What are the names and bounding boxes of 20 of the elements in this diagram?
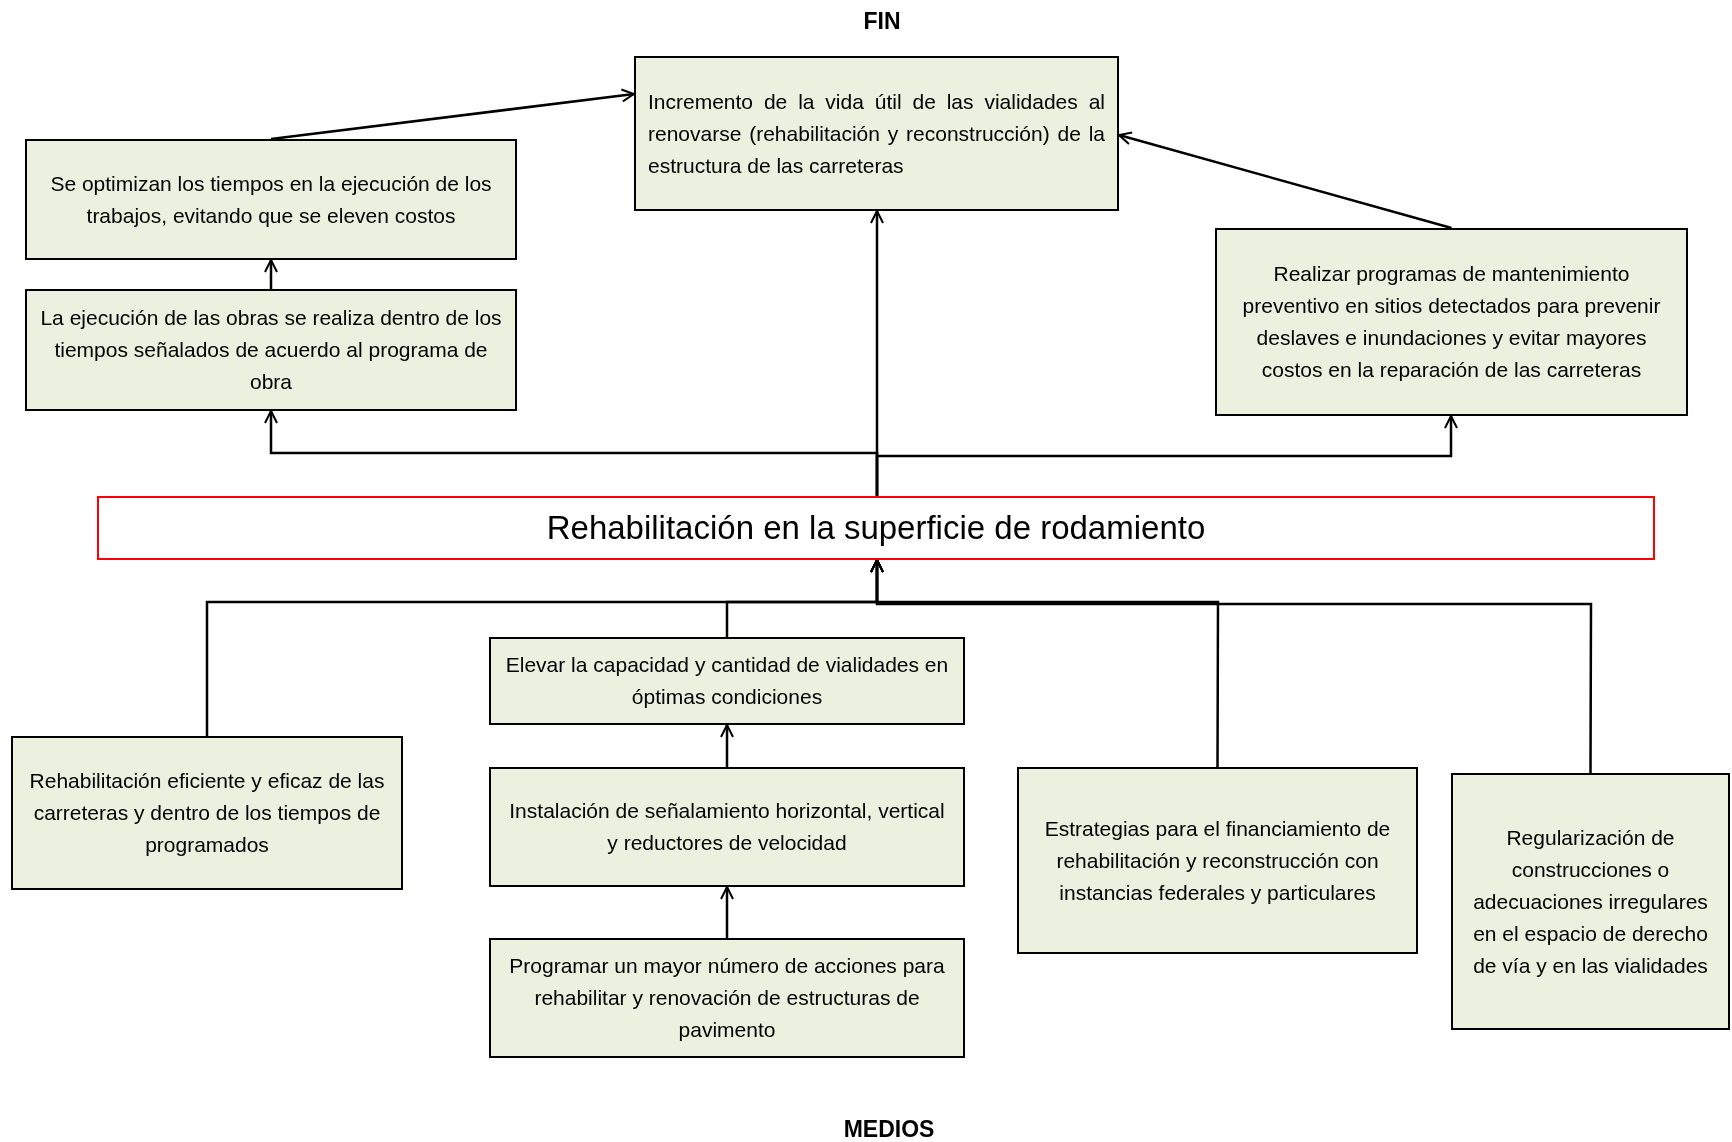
objective-box: Programar un mayor número de acciones para rehabilitar y renovación de estructuras de pavimento	[489, 938, 965, 1058]
arrow	[1118, 131, 1452, 230]
objective-box: Estrategias para el financiamiento de rehabilitación y reconstrucción con instancias federales y particulares	[1017, 767, 1418, 954]
objective-box: Se optimizan los tiempos en la ejecución de los trabajos, evitando que se eleven costos	[25, 139, 517, 260]
arrow	[720, 724, 734, 767]
objective-box: Incremento de la vida útil de las vialidades al renovarse (rehabilitación y reconstrucción) de la estructura de las carreteras	[634, 56, 1119, 211]
objective-box: Realizar programas de mantenimiento preventivo en sitios detectados para prevenir deslaves e inundaciones y evitar mayores costos en la reparación de las carreteras	[1215, 228, 1688, 416]
arrow	[870, 559, 1593, 773]
arrow	[270, 88, 635, 141]
objective-box: Elevar la capacidad y cantidad de vialidades en óptimas condiciones	[489, 637, 965, 725]
arrow	[875, 415, 1458, 496]
section-heading: FIN	[863, 7, 901, 36]
problem-box: Rehabilitación en la superficie de rodamiento	[97, 496, 1655, 560]
objective-box: Instalación de señalamiento horizontal, vertical y reductores de velocidad	[489, 767, 965, 887]
arrow	[264, 259, 278, 289]
arrow	[720, 886, 734, 938]
objective-box: Rehabilitación eficiente y eficaz de las carreteras y dentro de los tiempos de programados	[11, 736, 403, 890]
objective-box: La ejecución de las obras se realiza dentro de los tiempos señalados de acuerdo al programa de obra	[25, 289, 517, 411]
objective-box: Regularización de construcciones o adecuaciones irregulares en el espacio de derecho de vía y en las vialidades	[1451, 773, 1730, 1030]
section-heading: MEDIOS	[843, 1115, 935, 1142]
